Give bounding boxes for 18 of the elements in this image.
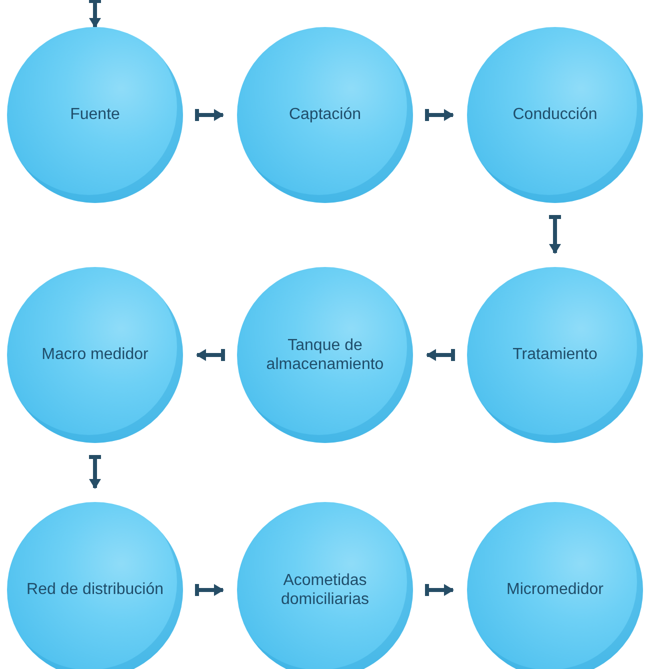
arrow [87,0,103,29]
arrow [425,347,455,363]
node-label: Red de distribución [26,580,164,600]
arrow [195,107,225,123]
arrow [195,582,225,598]
arrow [547,215,563,255]
node-label: Tratamiento [512,345,598,365]
node-label: Micromedidor [506,580,604,600]
arrow [425,582,455,598]
node-label: Tanque de almacenamiento [265,336,385,374]
node-label: Acometidas domiciliarias [280,570,370,610]
arrow [87,455,103,490]
node-label: Conducción [512,105,598,125]
arrow [425,107,455,123]
arrow [195,347,225,363]
node-label: Captación [288,105,362,125]
node-label: Fuente [69,105,121,125]
node-label: Macro medidor [40,345,150,365]
